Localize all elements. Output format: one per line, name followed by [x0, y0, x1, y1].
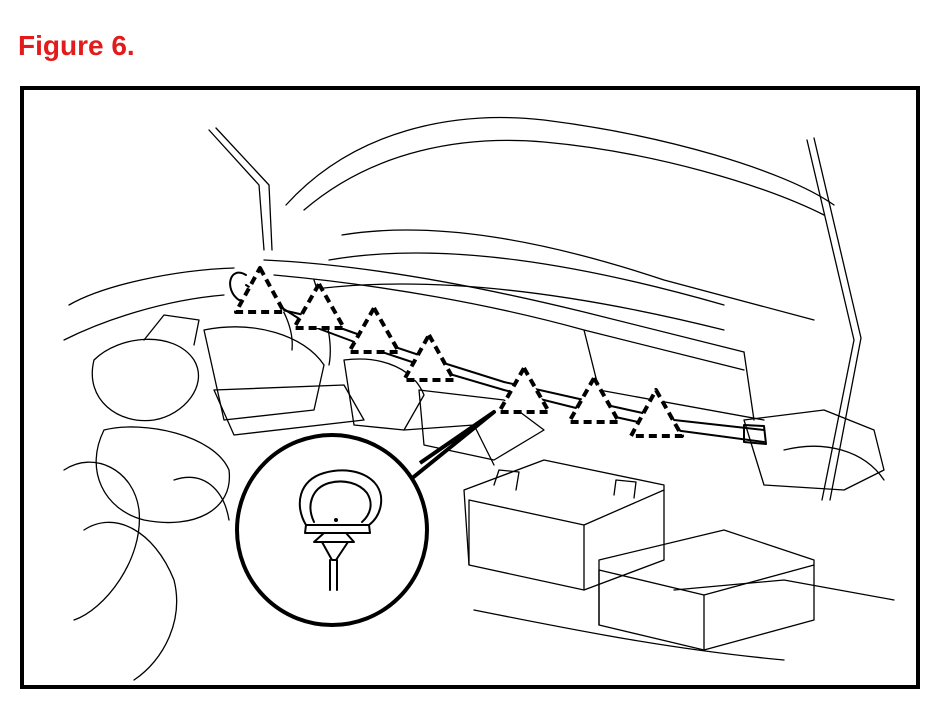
clip-detail-callout [235, 410, 496, 627]
clip-marker [234, 266, 286, 314]
clip-marker [347, 306, 401, 354]
clip-marker [402, 333, 456, 382]
engine-bay-illustration [63, 116, 895, 681]
clip-markers [234, 266, 684, 438]
hood [285, 116, 835, 331]
battery [463, 459, 815, 651]
left-fender [63, 127, 273, 341]
clip-marker [629, 388, 684, 438]
diagram-frame [20, 86, 920, 689]
clip-icon [298, 469, 383, 591]
figure-title: Figure 6. [18, 30, 135, 61]
right-side-components [473, 409, 895, 661]
clip-marker [497, 366, 551, 414]
engine-components [63, 279, 545, 681]
hood-support-rod [806, 137, 862, 501]
clip-marker [292, 282, 346, 330]
clip-marker [567, 376, 621, 424]
